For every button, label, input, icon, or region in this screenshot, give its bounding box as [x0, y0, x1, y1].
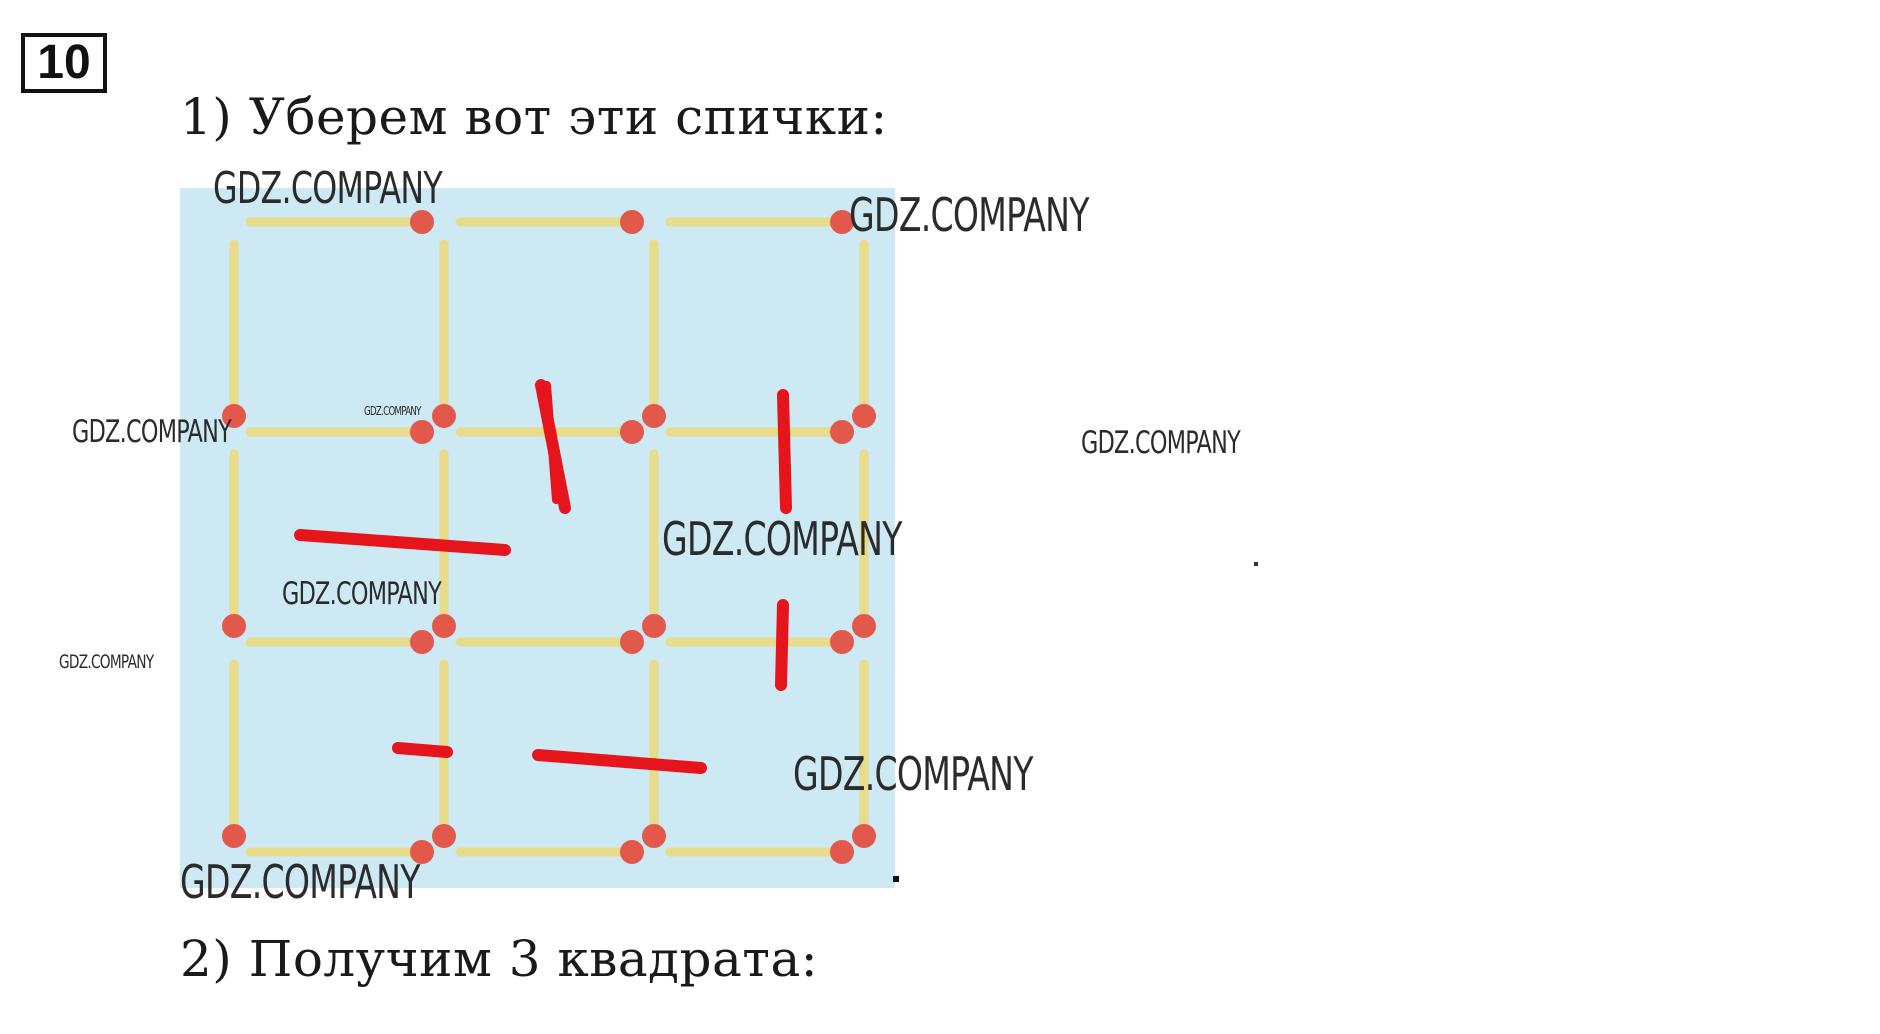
watermark: GDZ.COMPANY — [849, 188, 1089, 242]
removal-mark — [775, 599, 789, 691]
period-mark — [893, 876, 899, 882]
match-head — [410, 210, 434, 234]
step-2-text: 2) Получим 3 квадрата: — [180, 930, 819, 988]
match-head — [830, 420, 854, 444]
watermark: GDZ.COMPANY — [662, 512, 902, 566]
match-head — [410, 630, 434, 654]
match-head — [410, 840, 434, 864]
match-head — [852, 824, 876, 848]
match-head — [830, 630, 854, 654]
match-head — [432, 614, 456, 638]
watermark: GDZ.COMPANY — [364, 404, 421, 418]
watermark: GDZ.COMPANY — [793, 747, 1033, 801]
problem-number: 10 — [21, 33, 107, 93]
match-head — [642, 614, 666, 638]
step-1-text: 1) Уберем вот эти спички: — [180, 88, 888, 146]
match-head — [620, 840, 644, 864]
match-head — [852, 404, 876, 428]
removal-mark — [777, 389, 792, 514]
match-head — [620, 630, 644, 654]
removal-mark — [543, 381, 560, 504]
watermark: GDZ.COMPANY — [72, 414, 232, 450]
match-head — [830, 210, 854, 234]
watermark: GDZ.COMPANY — [213, 163, 443, 214]
match-head — [410, 420, 434, 444]
match-head — [642, 404, 666, 428]
match-head — [432, 824, 456, 848]
removal-mark — [294, 529, 511, 556]
match-head — [620, 420, 644, 444]
match-head — [432, 404, 456, 428]
match-head — [830, 840, 854, 864]
watermark: GDZ.COMPANY — [180, 855, 420, 909]
watermark: GDZ.COMPANY — [59, 651, 154, 673]
removal-mark — [392, 742, 453, 758]
match-head — [222, 614, 246, 638]
removal-mark — [532, 749, 707, 774]
watermark: GDZ.COMPANY — [282, 576, 442, 612]
match-head — [620, 210, 644, 234]
match-head — [642, 824, 666, 848]
watermark: GDZ.COMPANY — [1081, 425, 1241, 461]
match-head — [222, 404, 246, 428]
match-head — [222, 824, 246, 848]
stray-mark — [1254, 562, 1258, 566]
match-head — [852, 614, 876, 638]
